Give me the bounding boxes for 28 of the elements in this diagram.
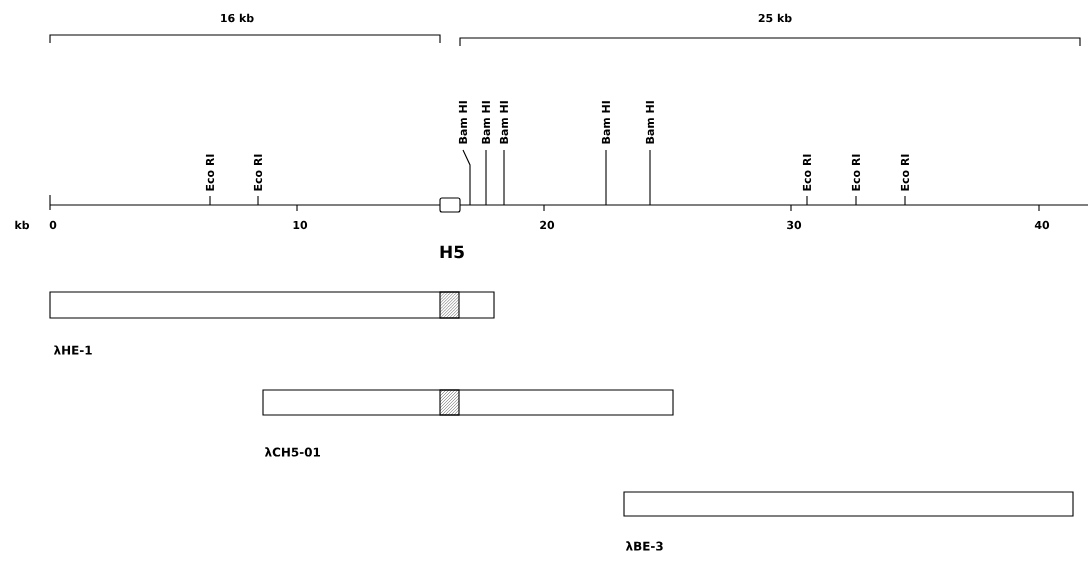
clone-bar [262, 389, 674, 416]
dimension-label: 25 kb [758, 13, 792, 23]
site-label: Eco RI [205, 154, 215, 191]
dimension-label: 16 kb [221, 13, 254, 23]
clone-label: λHE-1 [53, 345, 92, 355]
clone-bar [439, 291, 460, 319]
axis-unit: kb [15, 220, 30, 230]
site-label: Bam HI [499, 101, 509, 144]
tick-label: 30 [787, 220, 802, 230]
clone-label: λCH5-01 [264, 447, 320, 457]
site-label: Bam HI [481, 101, 491, 144]
clone-bar [439, 389, 460, 416]
site-label: Eco RI [802, 154, 812, 191]
clone-bar [623, 491, 1074, 517]
box [439, 197, 461, 213]
tick-label: 10 [293, 220, 308, 230]
clone-label: H5 [440, 245, 464, 259]
clone-bar [49, 291, 495, 319]
tick-label: 40 [1034, 220, 1050, 230]
site-label: Bam HI [601, 101, 611, 144]
tick-label: 20 [540, 220, 555, 230]
site-label: Bam HI [458, 101, 468, 144]
tick-label: 0 [49, 220, 57, 230]
site-label: Eco RI [253, 154, 263, 191]
site-label: Eco RI [900, 154, 910, 191]
clone-label: λBE-3 [625, 541, 663, 551]
site-label: Eco RI [851, 154, 861, 191]
site-label: Bam HI [645, 101, 655, 144]
